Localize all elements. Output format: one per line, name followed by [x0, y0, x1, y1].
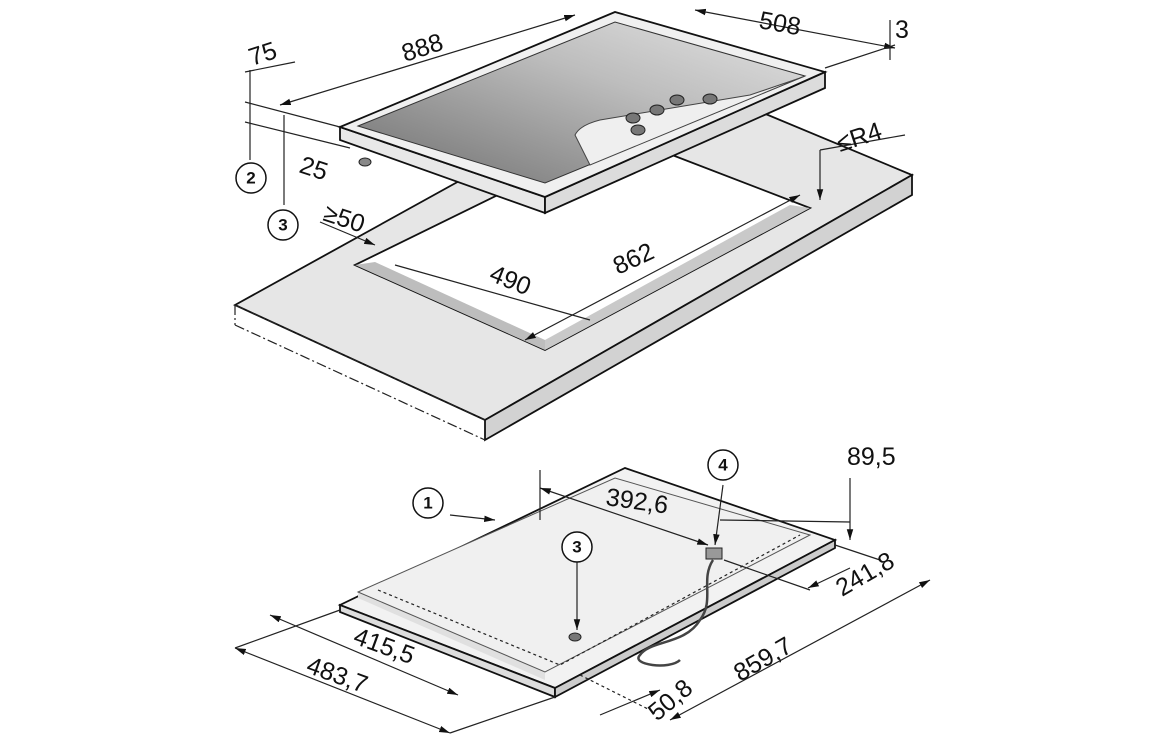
svg-text:4: 4	[718, 456, 728, 475]
dim-508: 508	[757, 6, 803, 41]
dim-25: 25	[296, 151, 331, 186]
callout-2: 2	[235, 162, 267, 194]
dim-radius: ≤R4	[833, 117, 885, 158]
svg-text:2: 2	[246, 169, 255, 188]
hob-top-view	[337, 11, 828, 215]
dim-50-8: 50,8	[643, 674, 698, 727]
foot	[568, 632, 582, 642]
dim-483-7: 483,7	[303, 651, 371, 699]
callout-3-top: 3	[267, 209, 299, 241]
dim-3: 3	[895, 16, 909, 44]
dim-888: 888	[398, 28, 446, 68]
control-knobs	[625, 93, 718, 136]
callout-1: 1	[412, 487, 444, 519]
callout-4: 4	[707, 449, 739, 481]
dim-min-50: ≥50	[320, 199, 368, 238]
foot	[358, 157, 372, 167]
top-dimension-lines	[244, 8, 906, 341]
svg-text:1: 1	[423, 494, 432, 513]
connection-box	[705, 547, 723, 560]
svg-text:3: 3	[278, 216, 287, 235]
callout-3-bottom: 3	[561, 531, 593, 563]
svg-text:3: 3	[572, 538, 581, 557]
bottom-dimension-lines	[234, 470, 931, 734]
dim-89-5: 89,5	[847, 443, 896, 471]
dim-859-7: 859,7	[729, 632, 797, 688]
